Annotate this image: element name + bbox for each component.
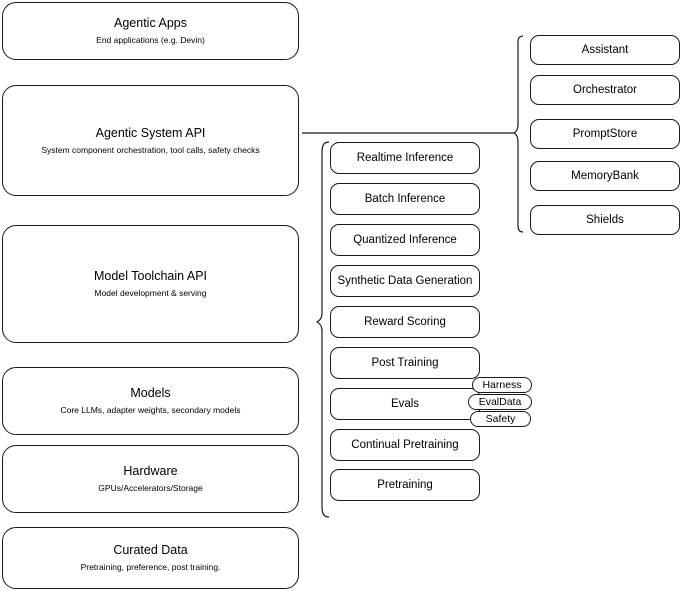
brace-system-components <box>512 35 524 233</box>
brace-toolchain-capabilities <box>315 141 330 518</box>
capability-label: Realtime Inference <box>356 152 454 164</box>
capability-box-batch-inference[interactable]: Batch Inference <box>330 183 480 215</box>
layer-subtitle: Pretraining, preference, post training. <box>80 562 221 572</box>
system-component-label: PromptStore <box>572 128 638 140</box>
capability-box-realtime-inference[interactable]: Realtime Inference <box>330 142 480 174</box>
layer-box-agentic-apps[interactable]: Agentic Apps End applications (e.g. Devi… <box>2 2 299 60</box>
evals-subcomponent-harness[interactable]: Harness <box>472 377 532 393</box>
layer-title: Hardware <box>123 464 178 478</box>
layer-subtitle: System component orchestration, tool cal… <box>41 144 260 155</box>
layer-title: Model Toolchain API <box>93 269 208 283</box>
system-component-box-orchestrator[interactable]: Orchestrator <box>530 75 680 105</box>
layer-box-curated-data[interactable]: Curated Data Pretraining, preference, po… <box>2 527 299 589</box>
layer-title: Models <box>130 386 171 400</box>
capability-box-continual-pretraining[interactable]: Continual Pretraining <box>330 429 480 461</box>
evals-subcomponent-label: Harness <box>482 379 522 391</box>
system-component-box-promptstore[interactable]: PromptStore <box>530 119 680 149</box>
system-component-box-shields[interactable]: Shields <box>530 205 680 235</box>
system-component-label: Orchestrator <box>573 84 637 96</box>
system-component-label: Assistant <box>581 44 629 56</box>
layer-title: Curated Data <box>113 543 188 557</box>
layer-subtitle: GPUs/Accelerators/Storage <box>98 483 203 493</box>
evals-subcomponent-safety[interactable]: Safety <box>470 411 531 427</box>
capability-label: Synthetic Data Generation <box>337 275 473 287</box>
capability-label: Evals <box>390 398 420 410</box>
capability-box-quantized-inference[interactable]: Quantized Inference <box>330 224 480 256</box>
system-component-box-memorybank[interactable]: MemoryBank <box>530 161 680 191</box>
system-component-label: MemoryBank <box>571 170 639 182</box>
evals-subcomponent-evaldata[interactable]: EvalData <box>468 394 532 410</box>
capability-box-pretraining[interactable]: Pretraining <box>330 469 480 501</box>
evals-subcomponent-label: Safety <box>485 413 516 425</box>
capability-box-synthetic-data-generation[interactable]: Synthetic Data Generation <box>330 265 480 297</box>
layer-subtitle: End applications (e.g. Devin) <box>96 35 205 45</box>
layer-box-model-toolchain-api[interactable]: Model Toolchain API Model development & … <box>2 225 299 343</box>
capability-label: Quantized Inference <box>353 234 457 246</box>
layer-title: Agentic System API <box>95 125 206 140</box>
layer-subtitle: Model development & serving <box>94 288 207 298</box>
system-component-label: Shields <box>586 214 624 226</box>
layer-box-agentic-system-api[interactable]: Agentic System API System component orch… <box>2 85 299 196</box>
capability-label: Batch Inference <box>364 193 446 205</box>
layer-box-models[interactable]: Models Core LLMs, adapter weights, secon… <box>2 367 299 435</box>
capability-label: Reward Scoring <box>364 316 446 328</box>
capability-box-reward-scoring[interactable]: Reward Scoring <box>330 306 480 338</box>
evals-subcomponent-label: EvalData <box>478 396 522 408</box>
capability-label: Pretraining <box>377 479 433 491</box>
capability-label: Continual Pretraining <box>351 439 459 451</box>
layer-box-hardware[interactable]: Hardware GPUs/Accelerators/Storage <box>2 445 299 513</box>
capability-box-evals[interactable]: Evals <box>330 388 480 420</box>
layer-subtitle: Core LLMs, adapter weights, secondary mo… <box>60 405 241 415</box>
capability-box-post-training[interactable]: Post Training <box>330 347 480 379</box>
capability-label: Post Training <box>371 357 439 369</box>
system-component-box-assistant[interactable]: Assistant <box>530 35 680 65</box>
layer-title: Agentic Apps <box>114 16 187 30</box>
